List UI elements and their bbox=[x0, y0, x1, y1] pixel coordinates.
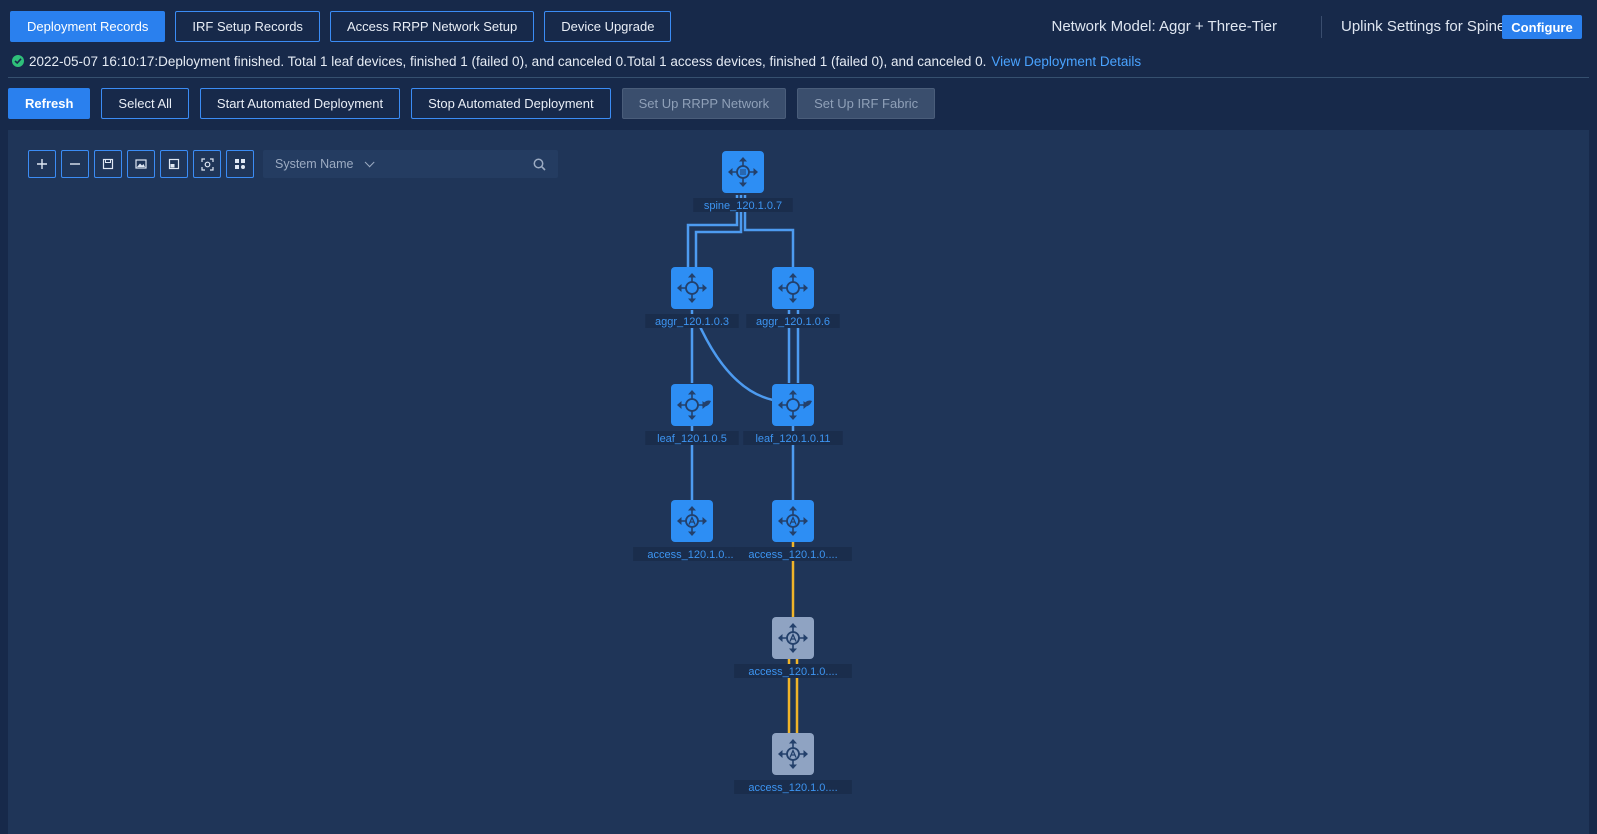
node-label: leaf_120.1.0.5 bbox=[657, 433, 727, 445]
tab-deployment-records[interactable]: Deployment Records bbox=[10, 11, 166, 42]
top-bar: Deployment Records IRF Setup Records Acc… bbox=[0, 0, 1597, 52]
access-device-icon bbox=[786, 747, 800, 761]
select-all-button[interactable]: Select All bbox=[101, 88, 189, 119]
topology-graph: spine_120.1.0.7 aggr_120.1.0.3 aggr_120.1.… bbox=[633, 151, 852, 794]
node-acc2[interactable]: access_120.1.0.... bbox=[734, 500, 852, 561]
node-label: aggr_120.1.0.6 bbox=[756, 316, 830, 328]
tab-access-rrpp-network-setup[interactable]: Access RRPP Network Setup bbox=[329, 11, 535, 42]
status-message: 2022-05-07 16:10:17:Deployment finished.… bbox=[29, 53, 987, 69]
uplink-settings-label: Uplink Settings for Spine: bbox=[1341, 18, 1510, 35]
access-device-icon bbox=[786, 514, 800, 528]
stop-automated-deployment-button[interactable]: Stop Automated Deployment bbox=[411, 88, 611, 119]
link-spine-aggr3-b bbox=[694, 195, 743, 270]
node-label: access_120.1.0.... bbox=[748, 549, 837, 561]
set-up-irf-fabric-button: Set Up IRF Fabric bbox=[797, 88, 936, 119]
topology-nodes: spine_120.1.0.7 aggr_120.1.0.3 aggr_120.1.… bbox=[633, 151, 852, 794]
link-spine-aggr6 bbox=[743, 195, 795, 270]
zoom-in-icon[interactable] bbox=[28, 150, 56, 178]
configure-button[interactable]: Configure bbox=[1502, 15, 1582, 39]
layout-icon[interactable] bbox=[226, 150, 254, 178]
topology-links bbox=[686, 195, 800, 733]
search-icon[interactable] bbox=[533, 158, 546, 171]
node-label: access_120.1.0.... bbox=[748, 666, 837, 678]
deployment-status: 2022-05-07 16:10:17:Deployment finished.… bbox=[12, 53, 1141, 69]
link-aggr3-leaf11 bbox=[695, 319, 774, 402]
leaf-device-icon bbox=[786, 398, 812, 412]
set-up-rrpp-network-button: Set Up RRPP Network bbox=[621, 88, 787, 119]
image-icon[interactable] bbox=[127, 150, 155, 178]
view-deployment-details-link[interactable]: View Deployment Details bbox=[991, 53, 1142, 69]
aggr-device-icon bbox=[685, 281, 699, 295]
spine-device-icon bbox=[736, 165, 750, 179]
zoom-out-icon[interactable] bbox=[61, 150, 89, 178]
node-aggr6[interactable]: aggr_120.1.0.6 bbox=[746, 267, 840, 328]
node-acc4[interactable]: access_120.1.0.... bbox=[734, 733, 852, 794]
tab-irf-setup-records[interactable]: IRF Setup Records bbox=[175, 11, 320, 42]
node-label: spine_120.1.0.7 bbox=[704, 200, 782, 212]
check-circle-icon bbox=[12, 55, 24, 67]
node-label: access_120.1.0.... bbox=[748, 782, 837, 794]
search-field-select[interactable]: System Name bbox=[275, 157, 354, 171]
node-leaf11[interactable]: leaf_120.1.0.11 bbox=[743, 384, 843, 445]
node-leaf5[interactable]: leaf_120.1.0.5 bbox=[645, 384, 739, 445]
focus-icon[interactable] bbox=[193, 150, 221, 178]
save-icon[interactable] bbox=[94, 150, 122, 178]
node-label: aggr_120.1.0.3 bbox=[655, 316, 729, 328]
start-automated-deployment-button[interactable]: Start Automated Deployment bbox=[199, 88, 401, 119]
node-label: leaf_120.1.0.11 bbox=[755, 433, 830, 445]
action-bar: Refresh Select All Start Automated Deplo… bbox=[8, 88, 936, 119]
header-divider bbox=[1321, 16, 1322, 38]
aggr-device-icon bbox=[786, 281, 800, 295]
fit-icon[interactable] bbox=[160, 150, 188, 178]
node-acc3[interactable]: access_120.1.0.... bbox=[734, 617, 852, 678]
tab-device-upgrade[interactable]: Device Upgrade bbox=[544, 11, 672, 42]
topology-toolbar bbox=[28, 150, 254, 178]
node-acc1[interactable]: access_120.1.0.... bbox=[633, 500, 751, 561]
access-device-icon bbox=[685, 514, 699, 528]
node-label: access_120.1.0.... bbox=[647, 549, 736, 561]
search-input[interactable] bbox=[383, 150, 523, 178]
leaf-device-icon bbox=[685, 398, 711, 412]
tab-bar: Deployment Records IRF Setup Records Acc… bbox=[10, 11, 672, 42]
refresh-button[interactable]: Refresh bbox=[8, 88, 91, 119]
search-bar: System Name bbox=[263, 150, 558, 178]
node-aggr3[interactable]: aggr_120.1.0.3 bbox=[645, 267, 739, 328]
access-device-icon bbox=[786, 631, 800, 645]
section-divider bbox=[8, 77, 1589, 78]
network-model-label: Network Model: Aggr + Three-Tier bbox=[1051, 18, 1277, 35]
node-spine[interactable]: spine_120.1.0.7 bbox=[693, 151, 793, 212]
